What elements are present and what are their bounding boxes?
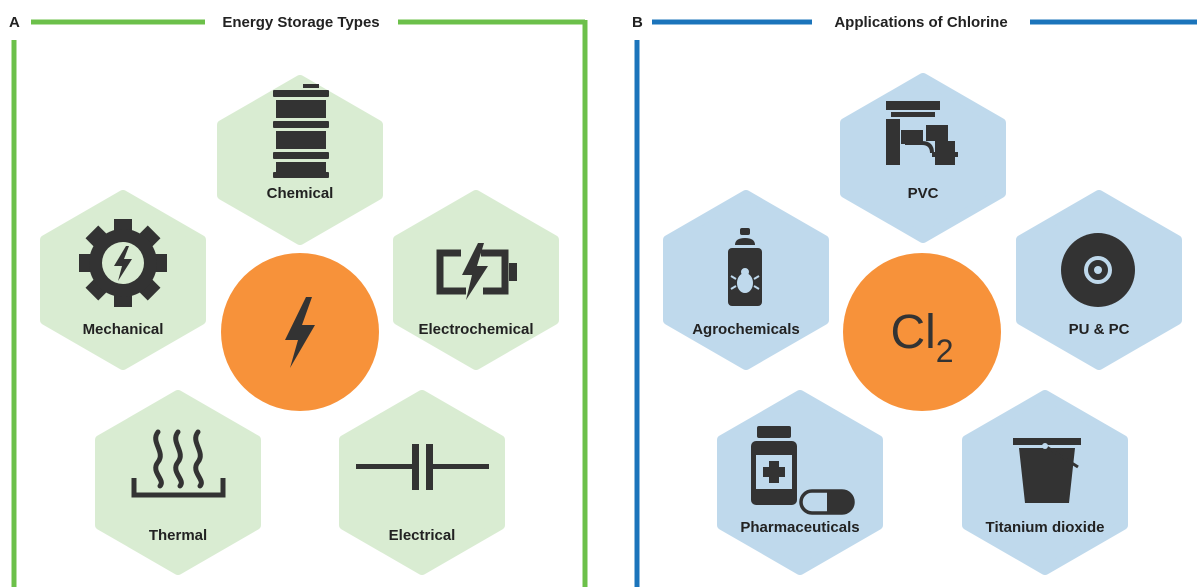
paint-bucket-icon bbox=[1013, 438, 1081, 503]
disc-icon bbox=[1061, 233, 1135, 307]
hex-electrochemical: Electrochemical bbox=[393, 190, 559, 370]
hex-label-chemical: Chemical bbox=[267, 185, 334, 202]
hex-pvc: PVC bbox=[840, 73, 1006, 243]
lightning-bolt-icon bbox=[285, 297, 315, 368]
formula-symbol: Cl bbox=[890, 306, 935, 359]
hex-electrical: Electrical bbox=[339, 390, 505, 575]
heat-waves-icon bbox=[131, 429, 226, 498]
panel-a-letter: A bbox=[9, 14, 20, 31]
panel-a-title: Energy Storage Types bbox=[222, 14, 379, 31]
panel-b-title: Applications of Chlorine bbox=[834, 14, 1007, 31]
panel-a-frame bbox=[11, 19, 588, 587]
chlorine-formula: Cl2 bbox=[890, 306, 953, 369]
spray-can-bug-icon bbox=[728, 228, 762, 306]
center-circle bbox=[843, 253, 1001, 411]
hex-label-pharmaceuticals: Pharmaceuticals bbox=[740, 519, 859, 536]
hex-thermal: Thermal bbox=[95, 390, 261, 575]
hex-label-pu-pc: PU & PC bbox=[1069, 321, 1130, 338]
center-energy bbox=[221, 253, 379, 411]
gear-bolt-icon bbox=[79, 219, 167, 307]
hex-label-agrochemicals: Agrochemicals bbox=[692, 321, 800, 338]
pipes-icon bbox=[886, 101, 958, 165]
panel-a: A Energy Storage Types Chemical bbox=[9, 14, 588, 587]
formula-subscript: 2 bbox=[936, 333, 954, 369]
center-chlorine: Cl2 bbox=[843, 253, 1001, 411]
hex-titanium-dioxide: Titanium dioxide bbox=[962, 390, 1128, 575]
hex-label-thermal: Thermal bbox=[149, 527, 207, 544]
hexagon bbox=[339, 390, 505, 575]
hex-agrochemicals: Agrochemicals bbox=[663, 190, 829, 370]
hex-label-electrochemical: Electrochemical bbox=[418, 321, 533, 338]
panel-b-frame bbox=[634, 19, 1197, 587]
hex-label-mechanical: Mechanical bbox=[83, 321, 164, 338]
barrel-icon bbox=[273, 84, 329, 178]
panel-b: B Applications of Chlorine PVC bbox=[632, 14, 1197, 587]
medicine-bottle-pill-icon bbox=[751, 426, 855, 515]
hex-mechanical: Mechanical bbox=[40, 190, 206, 370]
battery-charging-icon bbox=[436, 243, 517, 300]
bug-icon bbox=[730, 268, 760, 293]
hexagon bbox=[840, 73, 1006, 243]
hexagon bbox=[717, 390, 883, 575]
panel-b-letter: B bbox=[632, 14, 643, 31]
hex-label-electrical: Electrical bbox=[389, 527, 456, 544]
hex-pu-pc: PU & PC bbox=[1016, 190, 1182, 370]
hex-chemical: Chemical bbox=[217, 75, 383, 245]
hex-label-pvc: PVC bbox=[908, 185, 939, 202]
capacitor-icon bbox=[356, 444, 489, 490]
hexagon bbox=[95, 390, 261, 575]
hex-pharmaceuticals: Pharmaceuticals bbox=[717, 390, 883, 575]
hexagon bbox=[217, 75, 383, 245]
hex-label-titanium-dioxide: Titanium dioxide bbox=[986, 519, 1105, 536]
